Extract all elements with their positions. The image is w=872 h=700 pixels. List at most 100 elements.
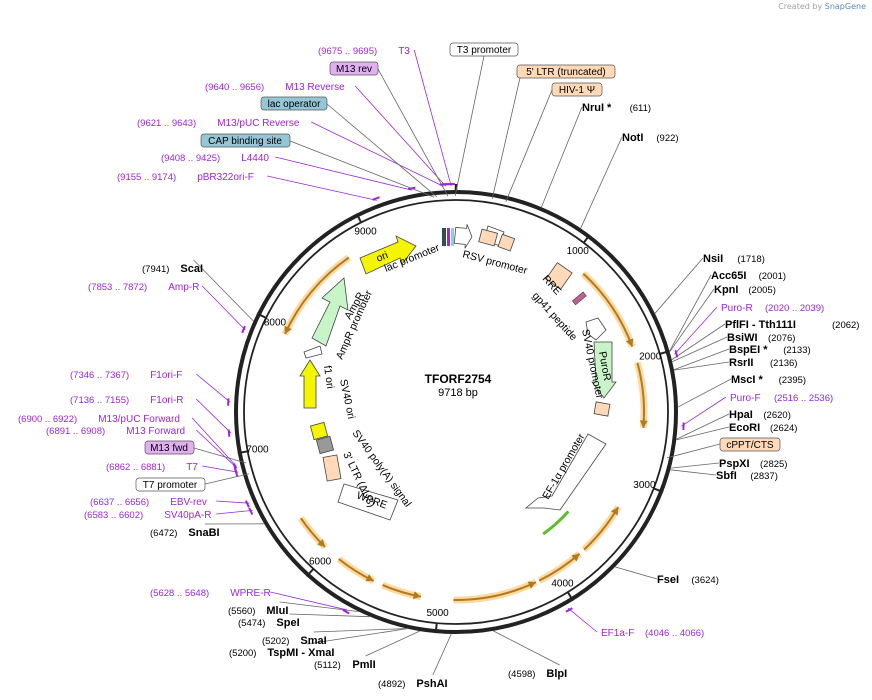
backbone-inner	[243, 199, 669, 625]
enzyme-site: EcoRI(2624)	[729, 422, 797, 434]
tick-mark	[237, 450, 248, 455]
primer-name: pBR322ori-F	[197, 172, 254, 183]
enzyme-site: RsrII(2136)	[729, 357, 797, 369]
primer-leader	[311, 121, 444, 187]
primer-name: Amp-R	[168, 282, 199, 293]
enzyme-leader	[676, 426, 730, 441]
tick-label: 6000	[309, 556, 332, 567]
feature-leader	[666, 443, 721, 459]
svg-text:lac operator: lac operator	[268, 99, 321, 110]
enzyme-name: SnaBI	[188, 527, 219, 539]
enzyme-site: HpaI(2620)	[729, 409, 791, 421]
enzyme-name: FseI	[657, 574, 679, 586]
primer-mark	[245, 500, 250, 508]
feature-leader	[505, 89, 553, 202]
ampr-arrow	[311, 277, 349, 347]
sv40-ori-box	[309, 421, 329, 441]
primer-leader	[681, 396, 727, 427]
enzyme-site: NsiI(1718)	[703, 253, 765, 265]
enzyme-position: (2395)	[779, 375, 806, 386]
box-cppt-cts: cPPT/CTS	[719, 437, 781, 452]
enzyme-name: BsiWI	[727, 332, 758, 344]
box-t7-promoter: T7 promoter	[135, 477, 206, 492]
enzyme-site: PshAI(4892)	[378, 678, 448, 690]
enzyme-site: NruI *(611)	[582, 102, 651, 114]
primer-site: (7853 .. 7872) Amp-R	[88, 282, 199, 293]
tick-label: 1000	[567, 246, 590, 257]
primer-name: M13/pUC Forward	[98, 414, 180, 425]
primer-mark	[565, 607, 573, 613]
feature-leader	[193, 447, 247, 464]
enzyme-position: (922)	[656, 133, 678, 144]
enzyme-position: (5112)	[314, 660, 341, 671]
primer-position: (5628 .. 5648)	[150, 588, 209, 599]
primer-leader	[195, 398, 232, 434]
sv40-promoter-arrow	[585, 317, 607, 341]
primer-position: (4046 .. 4066)	[645, 628, 704, 639]
wpre-arrow	[337, 483, 399, 521]
orf-arc	[582, 272, 634, 347]
svg-text:M13 rev: M13 rev	[336, 64, 372, 75]
primer-site: (9621 .. 9643)M13/pUC Reverse	[137, 118, 300, 129]
lac-feature-strip	[442, 228, 446, 246]
primer-position: (6583 .. 6602)	[84, 510, 143, 521]
primer-leader	[195, 429, 238, 469]
svg-text:CAP binding site: CAP binding site	[208, 136, 282, 147]
primer-name: T3	[398, 46, 410, 57]
enzyme-name: MluI	[266, 605, 288, 617]
tick-mark	[256, 312, 267, 319]
primer-site: (6900 .. 6922)M13/pUC Forward	[18, 414, 180, 425]
primer-site: (7346 .. 7367)F1ori-F	[70, 370, 182, 381]
enzyme-leader	[676, 413, 730, 440]
enzyme-leader	[493, 630, 560, 666]
enzyme-site: BspEI *(2133)	[729, 344, 811, 356]
svg-text:cPPT/CTS: cPPT/CTS	[726, 440, 774, 451]
tick-mark	[653, 487, 664, 493]
enzyme-leader	[670, 462, 720, 469]
feature-leader	[377, 68, 449, 197]
enzyme-site: KpnI(2005)	[714, 284, 776, 296]
primer-name: M13 Reverse	[285, 82, 345, 93]
enzyme-site: ScaI (7941)	[142, 263, 203, 275]
enzyme-site: BlpI(4598)	[508, 668, 567, 680]
primer-site: (6637 .. 6656)EBV-rev	[90, 497, 207, 508]
enzyme-site: Acc65I(2001)	[711, 270, 786, 282]
primer-site: (6891 .. 6908)M13 Forward	[46, 426, 185, 437]
gp41-box	[571, 291, 587, 306]
label-rsv-promoter: RSV promoter	[461, 248, 529, 277]
orf-arrowhead	[625, 338, 634, 347]
primer-position: (9155 .. 9174)	[117, 172, 176, 183]
primer-position: (7346 .. 7367)	[70, 370, 129, 381]
lac-promoter-arrow	[453, 224, 473, 249]
snapgene-brand: SnapGene	[824, 2, 866, 11]
enzyme-site: FseI(3624)	[657, 574, 719, 586]
enzyme-name: SpeI	[276, 617, 299, 629]
enzyme-name: BlpI	[546, 668, 567, 680]
feature-leader	[326, 103, 438, 198]
enzyme-leader	[580, 136, 623, 229]
enzyme-name: HpaI	[729, 409, 753, 421]
enzyme-leader	[614, 566, 658, 580]
enzyme-name: ScaI	[180, 263, 203, 275]
primer-leader	[567, 607, 598, 633]
enzyme-leader	[669, 274, 712, 352]
feature-leader	[204, 473, 250, 485]
primer-name: F1ori-R	[150, 395, 183, 406]
orf-arrowhead	[317, 538, 326, 547]
tick-mark	[305, 568, 315, 577]
enzyme-position: (5474)	[238, 618, 265, 629]
svg-text:M13 fwd: M13 fwd	[150, 443, 188, 454]
enzyme-position: (2005)	[748, 285, 775, 296]
enzyme-position: (2136)	[770, 358, 797, 369]
enzyme-position: (7941)	[142, 264, 169, 275]
primer-name: T7	[186, 462, 198, 473]
enzyme-name: PshAI	[416, 678, 447, 690]
primer-name: SV40pA-R	[164, 510, 211, 521]
enzyme-position: (2076)	[768, 333, 795, 344]
enzyme-leader	[673, 348, 730, 371]
orf-arc-halo	[581, 505, 622, 553]
primer-mark	[372, 196, 380, 201]
primer-position: (7853 .. 7872)	[88, 282, 147, 293]
box-cap-binding-site: CAP binding site	[200, 133, 291, 148]
